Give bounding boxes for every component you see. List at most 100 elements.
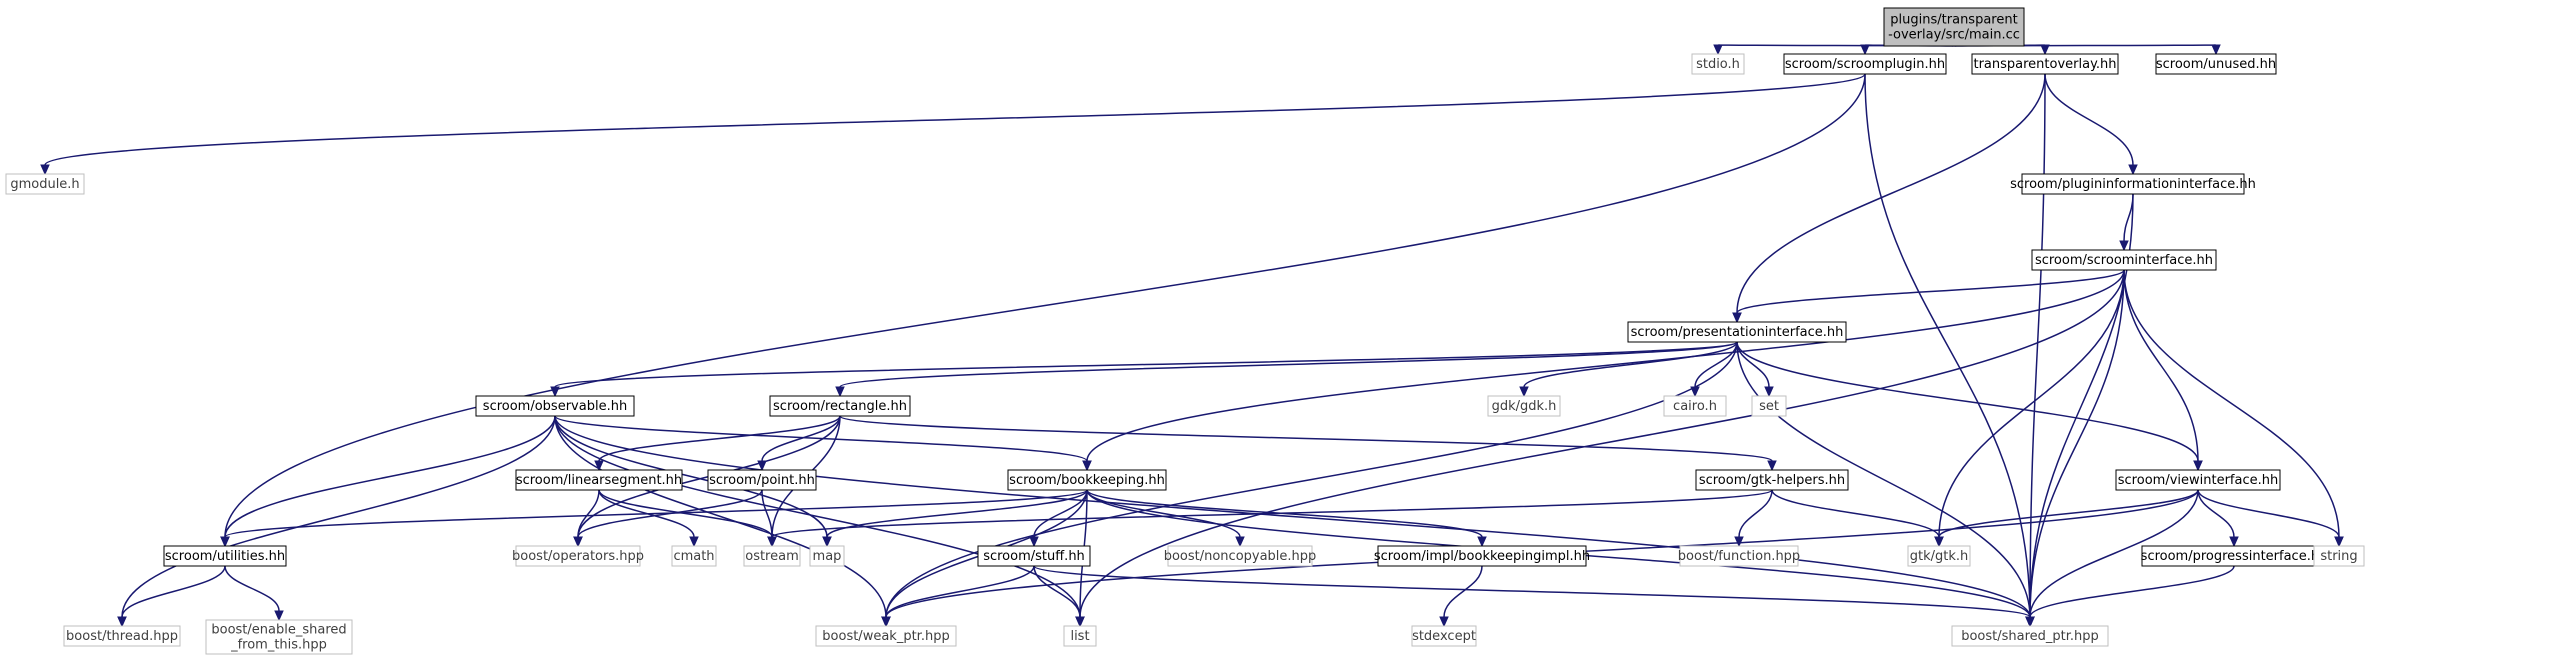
edge-observable-to-bookkeeping [554,415,1092,472]
node-label: scroom/linearsegment.hh [516,473,682,488]
node-label: boost/weak_ptr.hpp [822,629,949,644]
edge-utilities-to-enableshared [224,565,284,622]
node-utilities[interactable]: scroom/utilities.hh [163,545,287,567]
node-stdexcept: stdexcept [1411,625,1477,647]
node-presentation[interactable]: scroom/presentationinterface.hh [1627,321,1847,343]
edge-scroomplugin-to-gmodule [40,73,1866,176]
node-label: gmodule.h [10,177,79,192]
node-box [1783,53,1947,75]
node-box [1679,545,1799,567]
node-box [163,545,287,567]
node-gtkhelpers[interactable]: scroom/gtk-helpers.hh [1695,469,1849,491]
node-box [2031,249,2217,271]
node-ostream: ostream [743,545,801,567]
node-box [1007,469,1167,491]
node-box [2313,545,2365,567]
edge-observable-to-utilities [220,415,556,548]
node-scroominterface[interactable]: scroom/scroominterface.hh [2031,249,2217,271]
node-noncopyable: boost/noncopyable.hpp [1164,545,1317,567]
edge-bookkeepingimpl-to-stdexcept [1439,565,1483,628]
node-label: boost/shared_ptr.hpp [1961,629,2099,644]
node-label: _from_this.hpp [230,638,327,653]
node-linearsegment[interactable]: scroom/linearsegment.hh [515,469,683,491]
node-function: boost/function.hpp [1678,545,1800,567]
node-box [1907,545,1971,567]
node-box [809,545,845,567]
edge-bookkeeping-to-map [822,489,1088,548]
node-stuff[interactable]: scroom/stuff.hh [977,545,1091,567]
node-box [5,173,85,195]
edge-presentation-to-gdk [1519,341,1738,398]
node-label: scroom/impl/bookkeepingimpl.hh [1374,549,1590,564]
node-map: map [809,545,845,567]
node-label: scroom/stuff.hh [983,549,1085,564]
node-string: string [2313,545,2365,567]
node-viewinterface[interactable]: scroom/viewinterface.hh [2115,469,2281,491]
node-box [769,395,911,417]
node-box [815,625,957,647]
edge-presentation-to-viewinterface [1736,341,2203,472]
edge-gtkhelpers-to-ostream [767,489,1773,548]
node-set: set [1751,395,1787,417]
node-box [671,545,717,567]
node-plugininfo[interactable]: scroom/plugininformationinterface.hh [2010,173,2256,195]
node-label: plugins/transparent [1890,13,2017,28]
edge-scroominterface-to-string [2123,269,2344,548]
node-observable[interactable]: scroom/observable.hh [475,395,635,417]
edge-rectangle-to-linearsegment [594,415,841,472]
graph-nodes: plugins/transparent-overlay/src/main.ccs… [5,7,2365,655]
node-box [707,469,817,491]
node-box [1695,469,1849,491]
edge-transparentoverlay-to-presentation [1732,73,2046,324]
node-box [1063,625,1097,647]
node-box [1411,625,1477,647]
node-box [2021,173,2245,195]
edge-bookkeeping-to-utilities [220,489,1088,548]
node-progress[interactable]: scroom/progressinterface.hh [2141,545,2328,567]
edge-scroominterface-to-bookkeeping [1082,269,2125,472]
edge-transparentoverlay-to-plugininfo [2044,73,2138,176]
node-unused[interactable]: scroom/unused.hh [2155,53,2277,75]
edge-gtkhelpers-to-function [1734,489,1773,548]
node-label: scroom/viewinterface.hh [2118,473,2278,488]
node-gmodule: gmodule.h [5,173,85,195]
node-operators: boost/operators.hpp [512,545,644,567]
node-transparentoverlay[interactable]: transparentoverlay.hh [1971,53,2119,75]
node-bookkeepingimpl[interactable]: scroom/impl/bookkeepingimpl.hh [1374,545,1590,567]
node-box [63,625,181,647]
edge-scroominterface-to-viewinterface [2123,269,2203,472]
node-label: scroom/observable.hh [483,399,627,414]
edge-rectangle-to-gtkhelpers [839,415,1777,472]
node-rectangle[interactable]: scroom/rectangle.hh [769,395,911,417]
node-label: scroom/rectangle.hh [773,399,907,414]
node-label: scroom/unused.hh [2156,57,2276,72]
node-label: string [2320,549,2357,564]
edge-gtkhelpers-to-gtk [1771,489,1944,548]
node-gdk: gdk/gdk.h [1487,395,1561,417]
edge-stuff-to-weakptr [881,565,1035,628]
edge-bookkeeping-to-bookkeepingimpl [1086,489,1487,548]
node-label: scroom/point.hh [709,473,815,488]
node-label: scroom/scroominterface.hh [2035,253,2213,268]
node-label: boost/function.hpp [1678,549,1800,564]
edge-stuff-to-list [1033,565,1085,628]
node-label: boost/operators.hpp [512,549,644,564]
node-label: stdexcept [1412,629,1476,644]
node-box [1663,395,1727,417]
node-label: list [1070,629,1089,644]
node-label: scroom/presentationinterface.hh [1631,325,1844,340]
node-cairo: cairo.h [1663,395,1727,417]
edge-viewinterface-to-string [2197,489,2344,548]
node-label: scroom/gtk-helpers.hh [1699,473,1845,488]
node-box [1691,53,1745,75]
node-label: ostream [745,549,799,564]
node-weakptr: boost/weak_ptr.hpp [815,625,957,647]
node-box [2155,53,2277,75]
node-scroomplugin[interactable]: scroom/scroomplugin.hh [1783,53,1947,75]
node-point[interactable]: scroom/point.hh [707,469,817,491]
node-bookkeeping[interactable]: scroom/bookkeeping.hh [1007,469,1167,491]
node-box [1751,395,1787,417]
edge-bookkeeping-to-noncopyable [1086,489,1245,548]
node-label: boost/noncopyable.hpp [1164,549,1317,564]
node-label: scroom/utilities.hh [165,549,285,564]
